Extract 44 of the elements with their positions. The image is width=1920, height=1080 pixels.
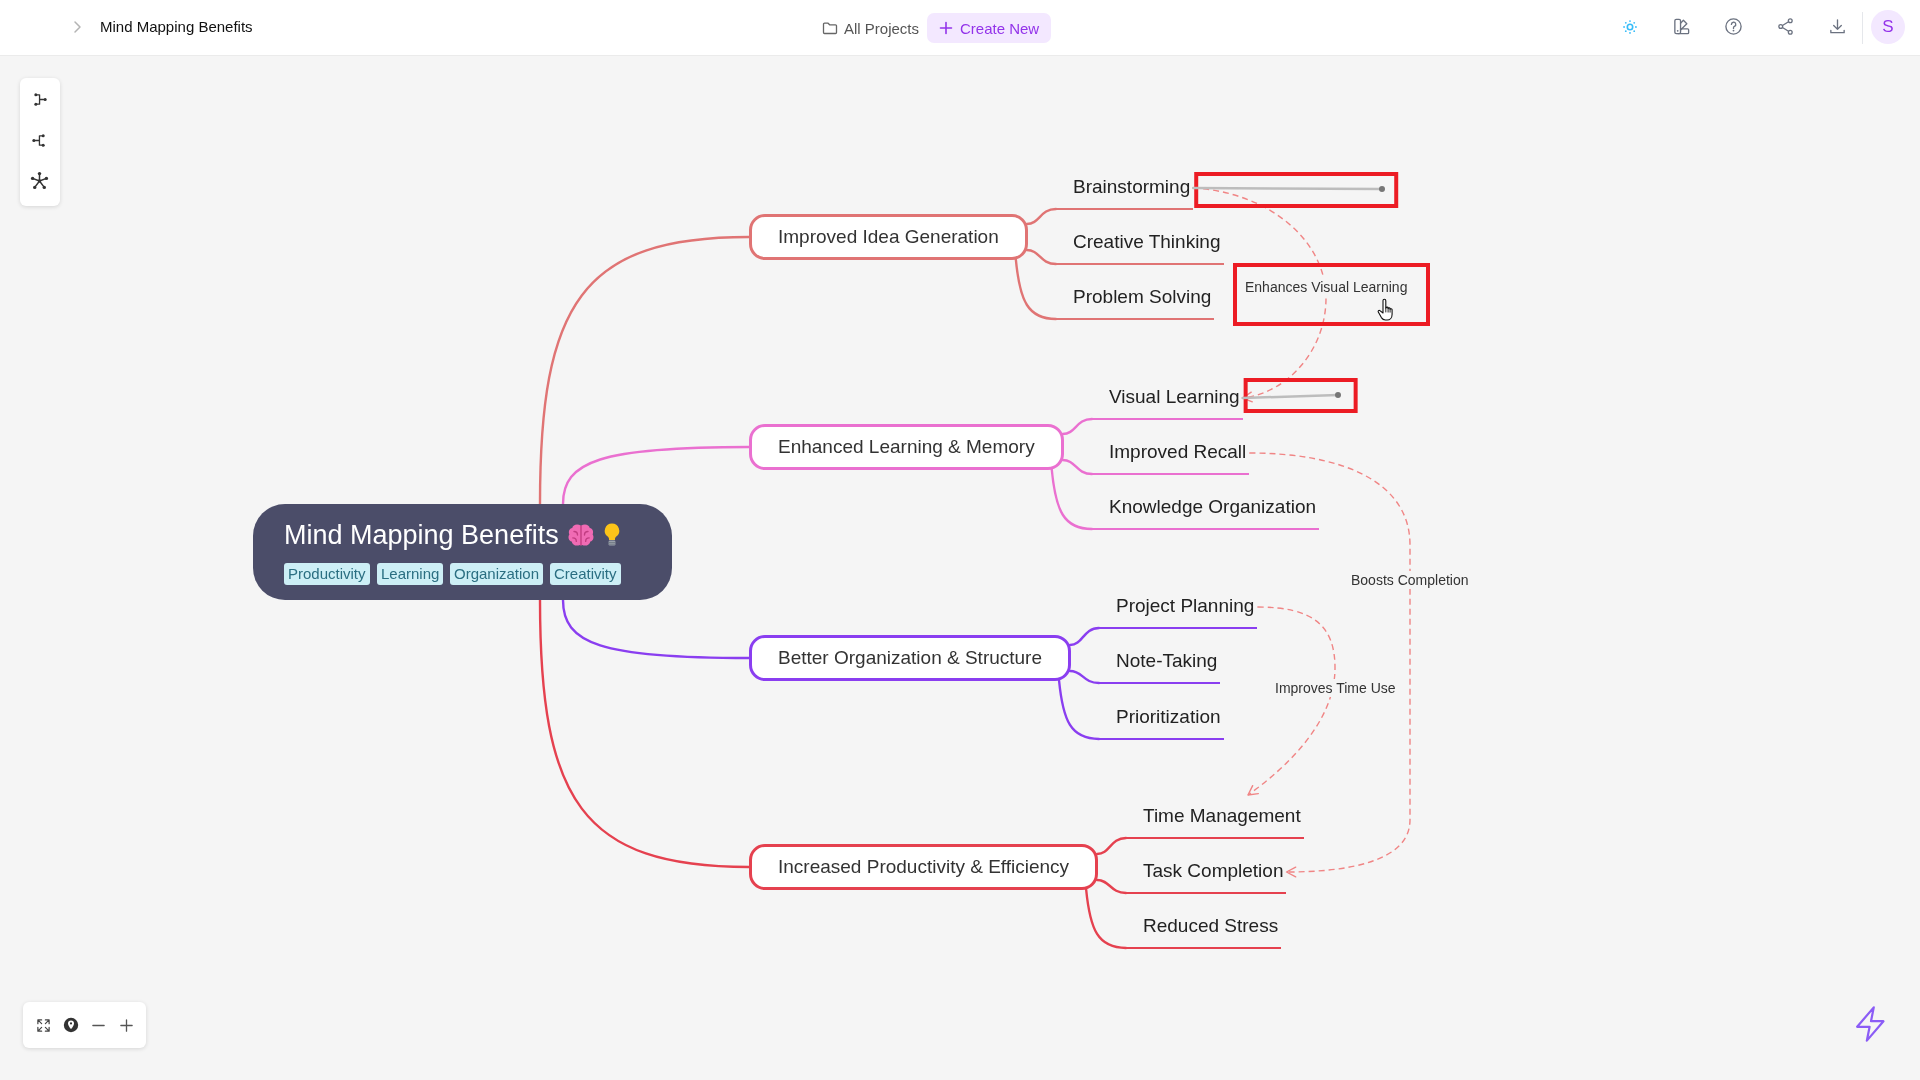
- branch-line: [1095, 878, 1128, 895]
- user-avatar: S: [1871, 10, 1905, 44]
- document-title: Mind Mapping Benefits: [100, 18, 253, 36]
- dashed-arrow: [1247, 606, 1336, 796]
- dashed-arrow: [1248, 452, 1411, 878]
- subtopic: Time Management: [1126, 795, 1304, 839]
- topic-tag: Organization: [450, 563, 544, 585]
- branch-line: [1061, 417, 1094, 436]
- branch-line: [1061, 458, 1094, 476]
- subtopic: Creative Thinking: [1056, 221, 1224, 265]
- branch-line: [1050, 467, 1094, 531]
- subtopic: Improved Recall: [1092, 431, 1250, 475]
- topic-tag: Learning: [377, 563, 444, 585]
- central-topic: [253, 504, 672, 600]
- branch-line: [561, 445, 751, 506]
- branch-line: [538, 598, 751, 869]
- subtopic: Note-Taking: [1099, 640, 1221, 684]
- branch-line: [1084, 887, 1128, 950]
- subtopic: Visual Learning: [1092, 376, 1243, 420]
- branch-line: [561, 598, 751, 660]
- subtopic: Project Planning: [1099, 585, 1258, 629]
- branch-line: [1068, 669, 1101, 685]
- topic-tag: Creativity: [550, 563, 621, 585]
- main-topic: Improved Idea Generation: [749, 214, 1028, 260]
- branch-line: [538, 235, 751, 506]
- branch-line: [1025, 207, 1058, 226]
- subtopic: Prioritization: [1099, 696, 1224, 740]
- branch-line: [1057, 678, 1101, 741]
- topic-title: Mind Mapping Benefits: [284, 519, 559, 551]
- branch-line: [1014, 257, 1058, 321]
- subtopic: Brainstorming: [1056, 166, 1194, 210]
- subtopic: Task Completion: [1126, 850, 1287, 894]
- main-topic: Enhanced Learning & Memory: [749, 424, 1064, 470]
- projects-link: All Projects: [822, 14, 920, 42]
- subtopic: Knowledge Organization: [1092, 486, 1320, 530]
- subtopic: Reduced Stress: [1126, 905, 1282, 949]
- main-topic: Increased Productivity & Efficiency: [749, 844, 1099, 890]
- branch-line: [1068, 626, 1101, 647]
- create-new-button: Create New: [927, 13, 1052, 43]
- main-topic: Better Organization & Structure: [749, 635, 1071, 681]
- topic-tag: Productivity: [284, 563, 370, 585]
- branch-line: [1025, 248, 1058, 266]
- subtopic: Problem Solving: [1056, 276, 1215, 320]
- branch-line: [1095, 836, 1128, 856]
